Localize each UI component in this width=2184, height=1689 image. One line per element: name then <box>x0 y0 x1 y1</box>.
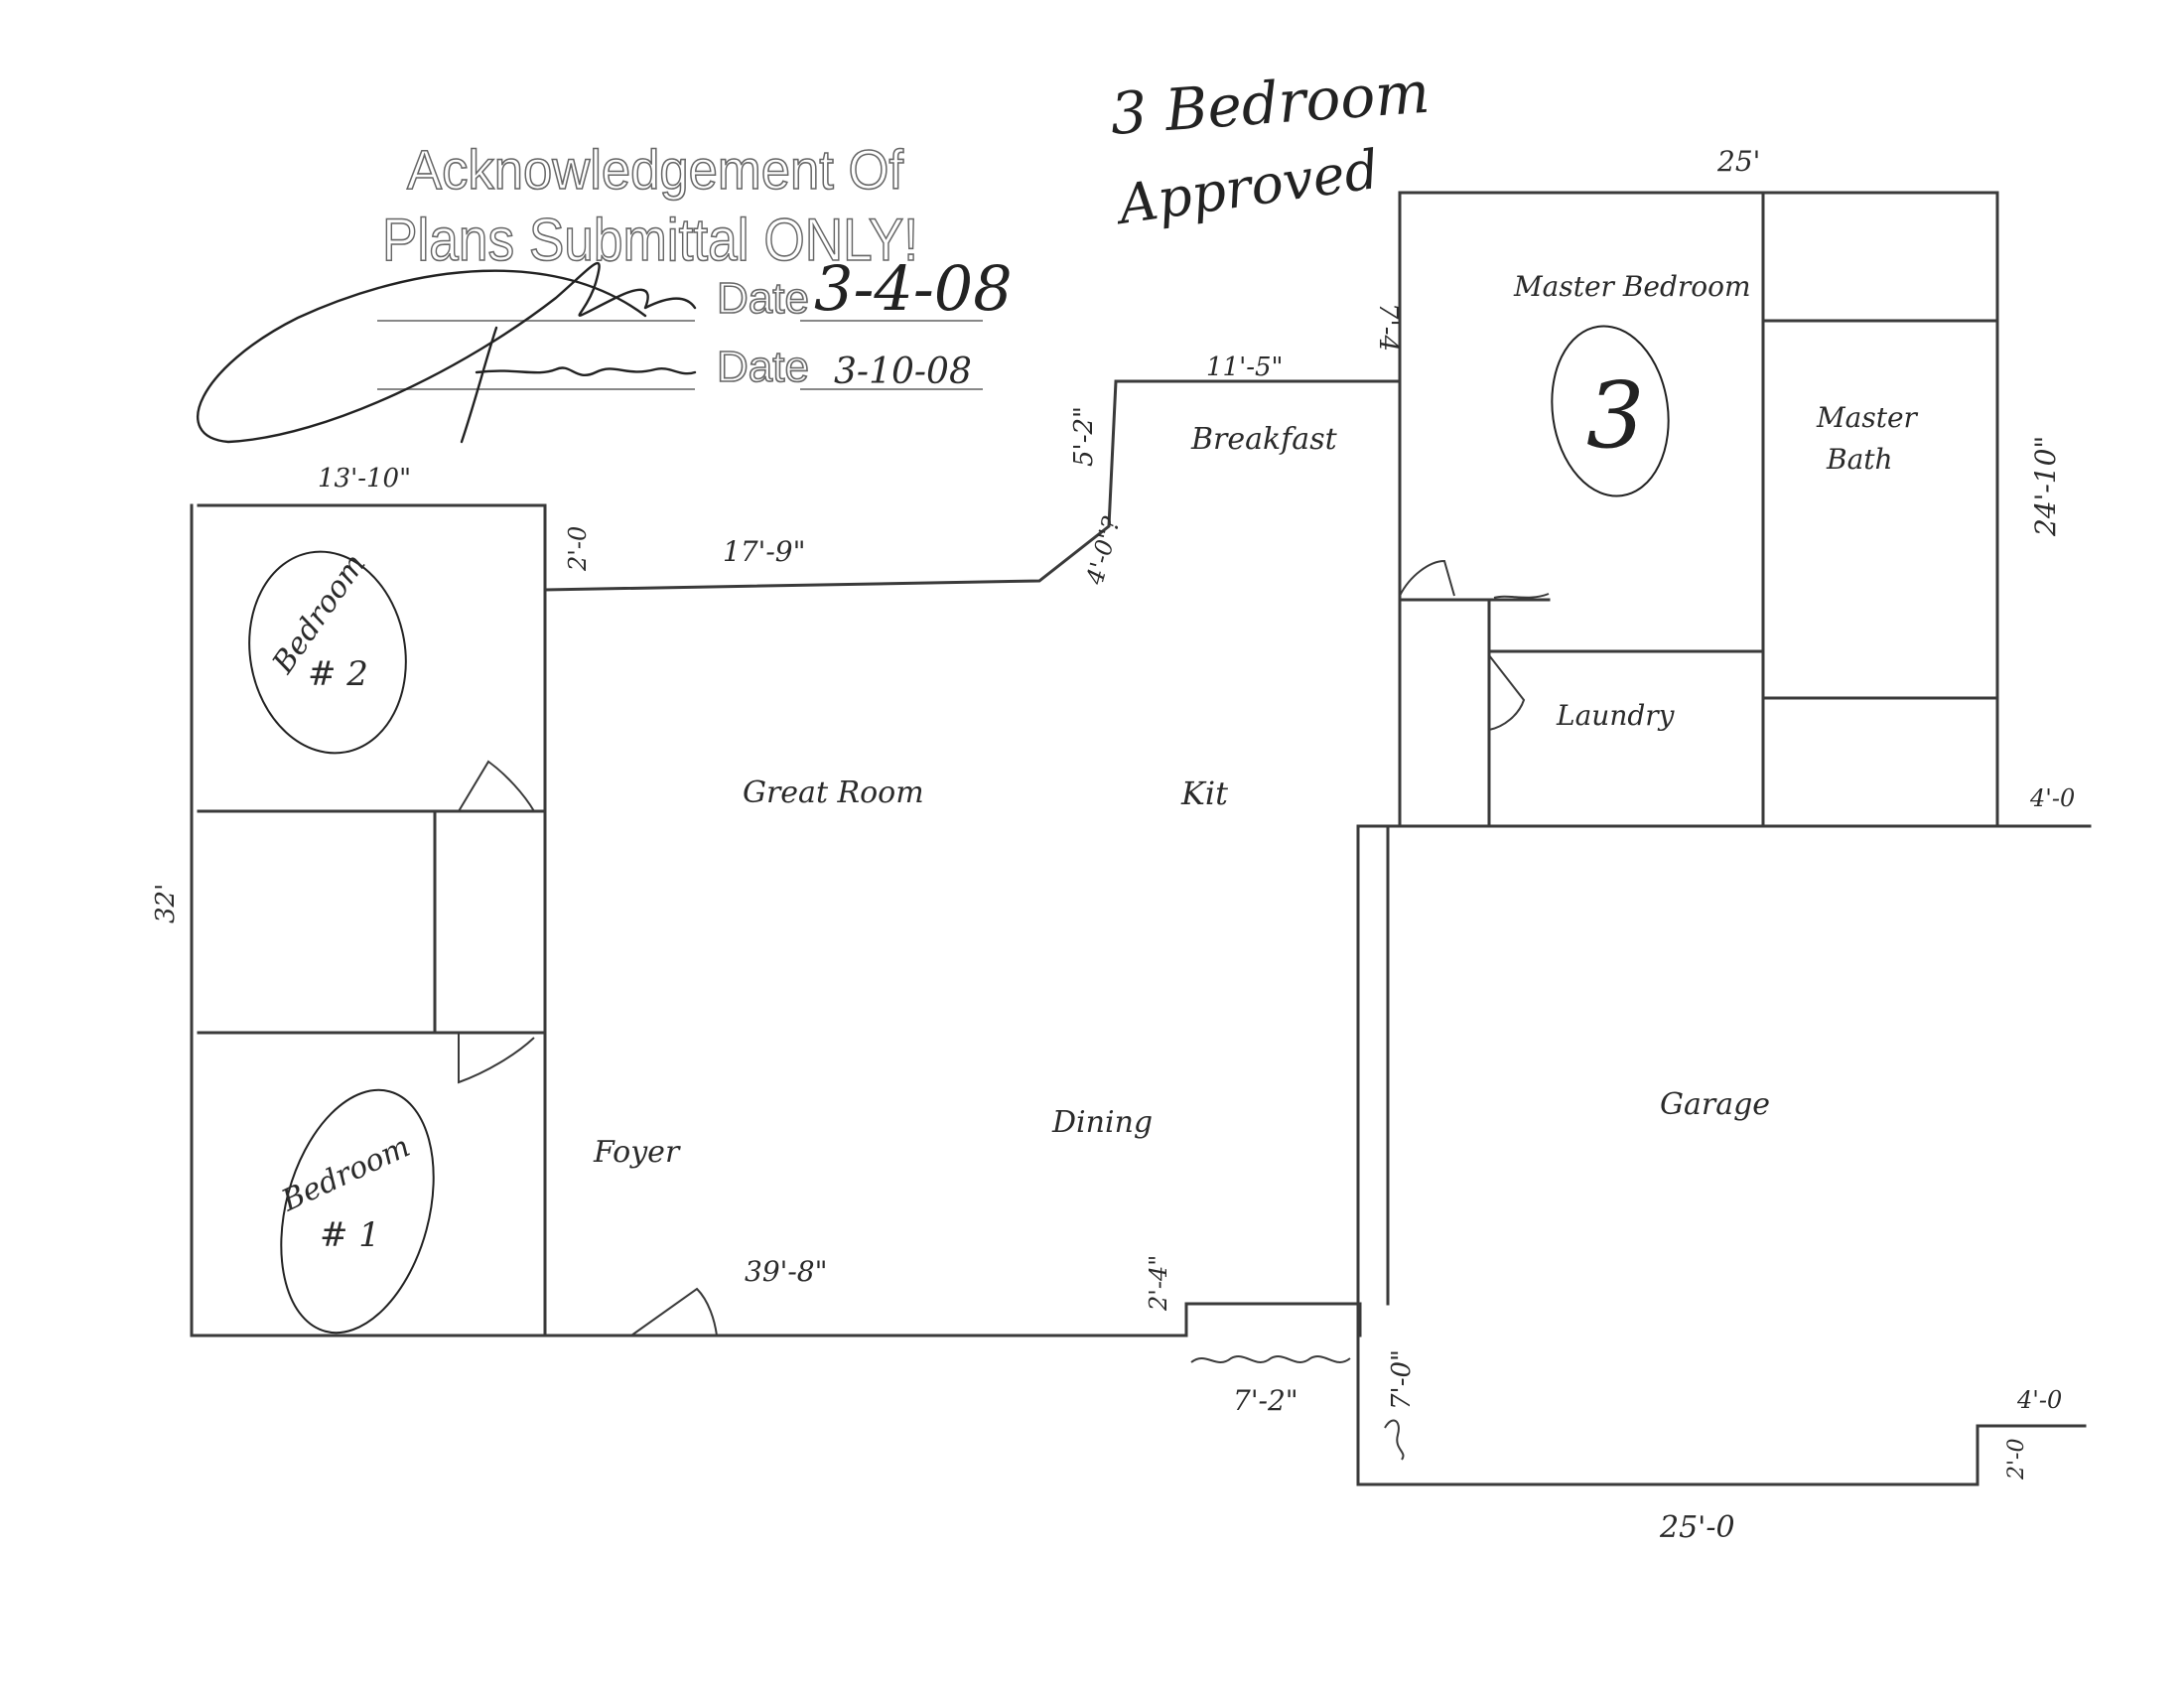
great-room-label: Great Room <box>743 775 924 810</box>
dim-24-10: 24'-10" <box>2029 436 2062 537</box>
dim-25-top: 25' <box>1716 145 1760 178</box>
master-bedroom-label: Master Bedroom <box>1513 270 1751 303</box>
dim-5-2: 5'-2" <box>1069 406 1099 467</box>
dining-label: Dining <box>1051 1105 1153 1140</box>
garage-label: Garage <box>1660 1087 1770 1122</box>
signature-2 <box>460 326 697 444</box>
approval-stamp: Acknowledgement Of Plans Submittal ONLY!… <box>197 137 1013 444</box>
approval-note-line-2: Approved <box>1110 138 1383 237</box>
dim-32: 32' <box>151 884 181 923</box>
porch-notch <box>1184 1302 1362 1337</box>
bedroom1-label: Bedroom <box>276 1129 416 1218</box>
bedroom2-circle <box>248 550 407 755</box>
dim-7-0: 7'-0" <box>1387 1349 1417 1410</box>
dim-39-8: 39'-8" <box>745 1255 827 1288</box>
dim-2-4: 2'-4" <box>1145 1255 1172 1312</box>
room-labels: Bedroom # 2 Bedroom # 1 Great Room Kit F… <box>248 270 1919 1335</box>
dim-25-0: 25'-0 <box>1659 1510 1735 1545</box>
breakfast-label: Breakfast <box>1190 422 1338 457</box>
front-door <box>630 1287 718 1337</box>
dim-4-0-garage: 4'-0 <box>2016 1386 2062 1414</box>
stamp-line-1: Acknowledgement Of <box>407 138 903 201</box>
dim-4-0-right: 4'-0 <box>2029 784 2075 812</box>
foyer-label: Foyer <box>593 1135 681 1170</box>
stamp-line-2: Plans Submittal ONLY! <box>382 207 918 273</box>
bedroom1-door <box>458 1033 535 1084</box>
laundry-label: Laundry <box>1556 699 1676 732</box>
bedroom-count: 3 <box>1586 362 1645 469</box>
garage-door-scribble <box>1384 1419 1405 1461</box>
master-bath-label-2: Bath <box>1826 443 1893 476</box>
signature-1 <box>197 262 697 444</box>
laundry-door <box>1488 654 1526 731</box>
porch-steps <box>1190 1355 1351 1363</box>
dimension-labels: 25' 13'-10" 2'-0 17'-9" 4'-0"? 5'-2" 11'… <box>151 145 2075 1545</box>
dim-2-0-left: 2'-0 <box>564 526 592 572</box>
stamp-date-2: 3-10-08 <box>834 352 972 392</box>
date-label-1: Date <box>717 274 809 323</box>
dim-4-0-diag: 4'-0"? <box>1080 513 1125 588</box>
approval-note-line-1: 3 Bedroom <box>1108 59 1432 148</box>
dim-13-10: 13'-10" <box>318 464 411 493</box>
stamp-date-1: 3-4-08 <box>814 252 1013 325</box>
hall-closet-marks <box>1493 593 1550 599</box>
dim-2-0-garage: 2'-0 <box>2004 1439 2029 1480</box>
bedroom2-number: # 2 <box>308 654 368 694</box>
master-bedroom-door <box>1399 559 1455 597</box>
date-label-2: Date <box>717 343 809 391</box>
bedroom2-door <box>458 760 535 812</box>
bedroom1-circle <box>280 1088 435 1335</box>
master-bath-label-1: Master <box>1816 401 1919 434</box>
left-wing-outline <box>190 503 547 1337</box>
floor-plan <box>190 191 2092 1486</box>
garage-outline <box>1356 824 2087 1486</box>
dim-11-5: 11'-5" <box>1206 352 1284 382</box>
kitchen-label: Kit <box>1180 774 1228 812</box>
dim-7-2: 7'-2" <box>1233 1384 1298 1417</box>
bedroom-count-circle <box>1551 325 1670 497</box>
dim-7-4: 7'-4 <box>1373 303 1403 352</box>
dim-17-9: 17'-9" <box>723 535 805 568</box>
approval-note: 3 Bedroom Approved <box>1108 59 1432 237</box>
bedroom1-number: # 1 <box>320 1215 380 1255</box>
